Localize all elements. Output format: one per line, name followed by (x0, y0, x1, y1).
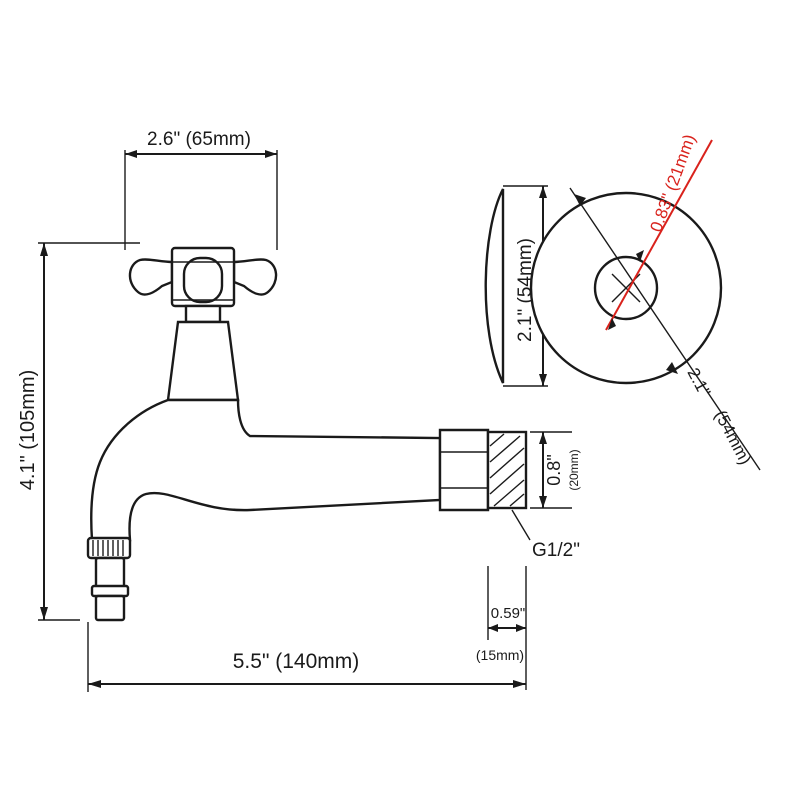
flange-front-view: 0.83" (21mm) 2.1" (54mm) (529, 132, 761, 471)
thread-label: G1/2" (532, 540, 580, 561)
thread-len-mm-label: (15mm) (476, 647, 524, 663)
length-dimension: 5.5" (140mm) (87, 622, 526, 692)
knurl-lines (92, 540, 124, 556)
faucet-drawing (86, 246, 528, 622)
width-dimension: 2.6" (65mm) (124, 129, 278, 250)
length-label: 5.5" (140mm) (233, 650, 360, 673)
thread-hatch (489, 433, 525, 507)
outlet-dimension: 0.8" (20mm) (530, 431, 581, 509)
height-label: 4.1" (105mm) (17, 370, 39, 490)
thread-len-in-label: 0.59" (491, 605, 526, 622)
height-dimension: 4.1" (105mm) (17, 242, 140, 621)
thread-length-dimension: 0.59" (15mm) (476, 566, 527, 690)
flange-side-view: 2.1" (54mm) (484, 185, 548, 387)
cross-handle (128, 246, 278, 308)
thread-callout: G1/2" (511, 509, 580, 561)
width-label: 2.6" (65mm) (147, 129, 251, 150)
flange-outer-mm-label: (54mm) (711, 407, 755, 468)
flange-side-label: 2.1" (54mm) (515, 238, 536, 342)
outlet-mm-label: (20mm) (567, 449, 581, 490)
outlet-in-label: 0.8" (544, 454, 564, 485)
